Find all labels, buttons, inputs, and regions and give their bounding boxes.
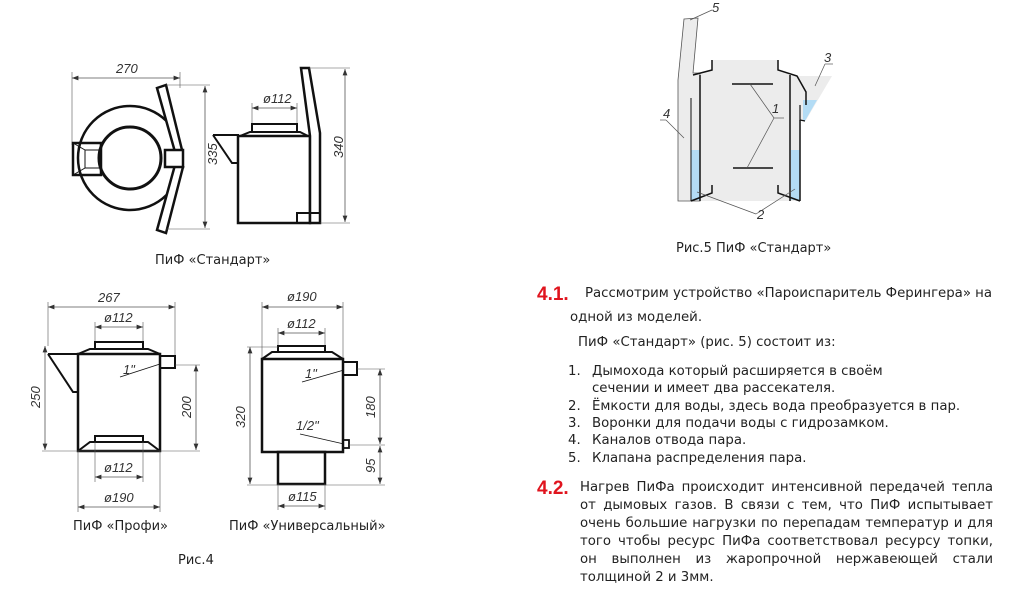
profi-caption: ПиФ «Профи» bbox=[73, 519, 168, 534]
list-item: 1.Дымохода который расширяется в своём bbox=[568, 364, 883, 379]
dim-universal-pipe-diameter: ø115 bbox=[288, 489, 317, 504]
list-item: 4.Каналов отвода пара. bbox=[568, 433, 747, 448]
dim-standard-width: 270 bbox=[115, 61, 138, 76]
dim-profi-body-diameter: ø190 bbox=[104, 490, 134, 505]
dim-standard-diameter: ø112 bbox=[263, 91, 292, 106]
dim-profi-fitting-height: 200 bbox=[179, 396, 194, 419]
fig5-label-2: 2 bbox=[756, 207, 765, 222]
fig5-label-1: 1 bbox=[772, 101, 779, 116]
fig5-cross-section bbox=[660, 9, 833, 215]
list-item: 5.Клапана распределения пара. bbox=[568, 451, 807, 466]
profi-fitting-label: 1" bbox=[123, 362, 136, 377]
section-number-4-2: 4.2. bbox=[537, 478, 569, 499]
section-4-1-line3: ПиФ «Стандарт» (рис. 5) состоит из: bbox=[578, 335, 836, 350]
dim-universal-top-diameter: ø112 bbox=[287, 316, 316, 331]
dim-standard-height-top: 335 bbox=[205, 143, 220, 165]
profi-drawing bbox=[42, 302, 200, 512]
section-number-4-1: 4.1. bbox=[537, 284, 569, 305]
universal-caption: ПиФ «Универсальный» bbox=[229, 519, 386, 534]
standard-top-view bbox=[71, 72, 210, 235]
list-item: 2.Ёмкости для воды, здесь вода преобразу… bbox=[568, 399, 961, 414]
dim-profi-width: 267 bbox=[97, 290, 120, 305]
dim-universal-height: 320 bbox=[233, 406, 248, 428]
dim-standard-height-side: 340 bbox=[331, 136, 346, 158]
dim-universal-pipe-height: 95 bbox=[363, 458, 378, 473]
universal-fitting-bottom-label: 1/2" bbox=[296, 418, 320, 433]
standard-side-view bbox=[212, 66, 350, 225]
fig5-label-5: 5 bbox=[712, 0, 720, 15]
dim-profi-top-diameter: ø112 bbox=[104, 310, 133, 325]
dim-profi-bottom-diameter: ø112 bbox=[104, 460, 133, 475]
dim-universal-body-diameter: ø190 bbox=[287, 289, 317, 304]
fig5-caption: Рис.5 ПиФ «Стандарт» bbox=[676, 241, 832, 256]
standard-caption: ПиФ «Стандарт» bbox=[155, 253, 271, 268]
list-item-continuation: сечении и имеет два рассекателя. bbox=[592, 381, 836, 396]
dim-profi-height: 250 bbox=[28, 386, 43, 409]
section-4-1-line2: одной из моделей. bbox=[570, 310, 703, 325]
dim-universal-fitting-height: 180 bbox=[363, 396, 378, 418]
universal-fitting-top-label: 1" bbox=[305, 366, 318, 381]
list-item: 3.Воронки для подачи воды с гидрозамком. bbox=[568, 416, 889, 431]
fig4-caption: Рис.4 bbox=[178, 553, 214, 568]
fig5-label-3: 3 bbox=[824, 50, 832, 65]
fig5-label-4: 4 bbox=[663, 106, 670, 121]
section-4-2-paragraph: Нагрев ПиФа происходит интенсивной перед… bbox=[580, 480, 993, 585]
section-4-1-line1: Рассмотрим устройство «Пароиспаритель Фе… bbox=[585, 286, 993, 301]
universal-drawing bbox=[247, 302, 385, 510]
